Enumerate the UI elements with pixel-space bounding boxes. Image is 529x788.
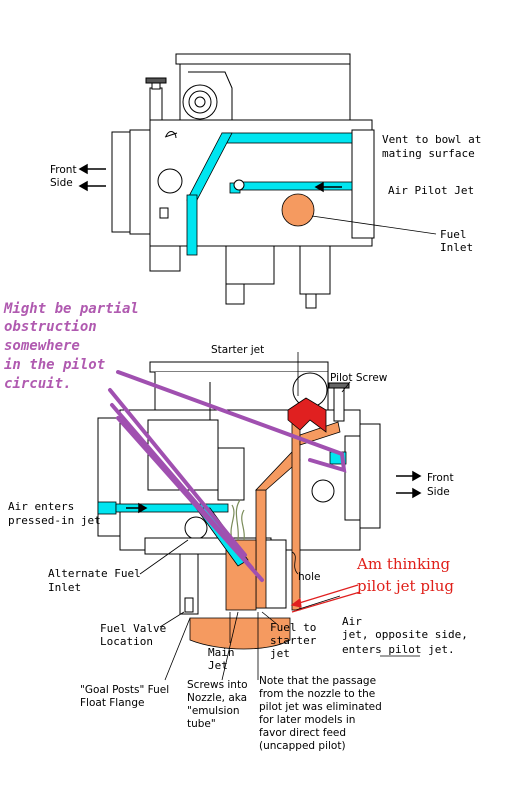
red-pointer-arrows [290, 584, 361, 613]
air-pilot-jet-dot [233, 179, 245, 191]
air-pilot-jet-label: Air Pilot Jet [388, 184, 474, 197]
front-side-arrows-bottom [126, 470, 422, 514]
pilot-screw-label: Pilot Screw [330, 372, 388, 384]
fuel-inlet-circle [281, 193, 315, 227]
starter-jet-red [287, 397, 327, 433]
purple-leader-lines [108, 370, 347, 582]
top-leader-lines [311, 215, 437, 235]
obstruction-note: Might be partial obstruction somewhere i… [3, 301, 147, 392]
bottom-orange-passages [189, 419, 341, 650]
top-carburetor-drawing [111, 53, 375, 309]
front-side-arrows-top [78, 163, 342, 193]
hole-label: hole [298, 571, 320, 583]
bottom-leader-lines [139, 352, 351, 681]
top-front-side-label: Front [50, 164, 77, 176]
starter-jet-label: Starter jet [211, 344, 264, 356]
